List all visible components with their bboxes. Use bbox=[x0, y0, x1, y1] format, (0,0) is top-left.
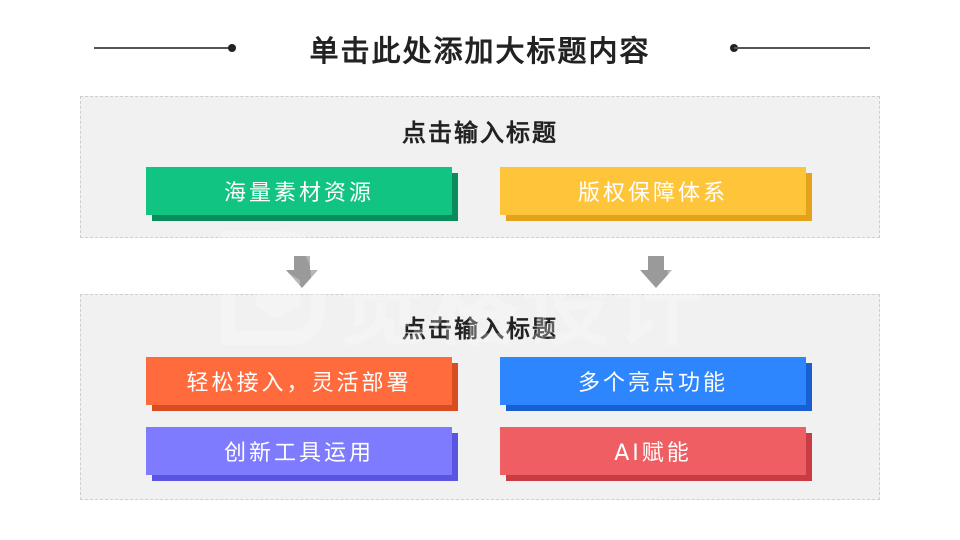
card-innovative-tools[interactable]: 创新工具运用 bbox=[146, 427, 458, 481]
card-label: AI赋能 bbox=[500, 427, 806, 475]
panel-bottom-title[interactable]: 点击输入标题 bbox=[402, 315, 558, 343]
card-label: 版权保障体系 bbox=[500, 167, 806, 215]
page-title[interactable]: 单击此处添加大标题内容 bbox=[309, 34, 651, 68]
panel-top-title[interactable]: 点击输入标题 bbox=[402, 119, 558, 147]
card-easy-access[interactable]: 轻松接入，灵活部署 bbox=[146, 357, 458, 411]
card-label: 轻松接入，灵活部署 bbox=[146, 357, 452, 405]
card-label: 创新工具运用 bbox=[146, 427, 452, 475]
card-highlight-features[interactable]: 多个亮点功能 bbox=[500, 357, 812, 411]
card-label: 海量素材资源 bbox=[146, 167, 452, 215]
down-arrow-icon bbox=[640, 256, 672, 288]
panel-bottom: 点击输入标题 轻松接入，灵活部署 多个亮点功能 创新工具运用 AI赋能 bbox=[80, 294, 880, 500]
card-copyright-system[interactable]: 版权保障体系 bbox=[500, 167, 812, 221]
title-right-line bbox=[734, 47, 870, 49]
card-label: 多个亮点功能 bbox=[500, 357, 806, 405]
header: 单击此处添加大标题内容 bbox=[0, 22, 960, 72]
title-left-line bbox=[94, 47, 230, 49]
panel-top: 点击输入标题 海量素材资源 版权保障体系 bbox=[80, 96, 880, 238]
down-arrow-icon bbox=[286, 256, 318, 288]
title-left-dot bbox=[228, 44, 236, 52]
card-material-resources[interactable]: 海量素材资源 bbox=[146, 167, 458, 221]
card-ai-empowerment[interactable]: AI赋能 bbox=[500, 427, 812, 481]
